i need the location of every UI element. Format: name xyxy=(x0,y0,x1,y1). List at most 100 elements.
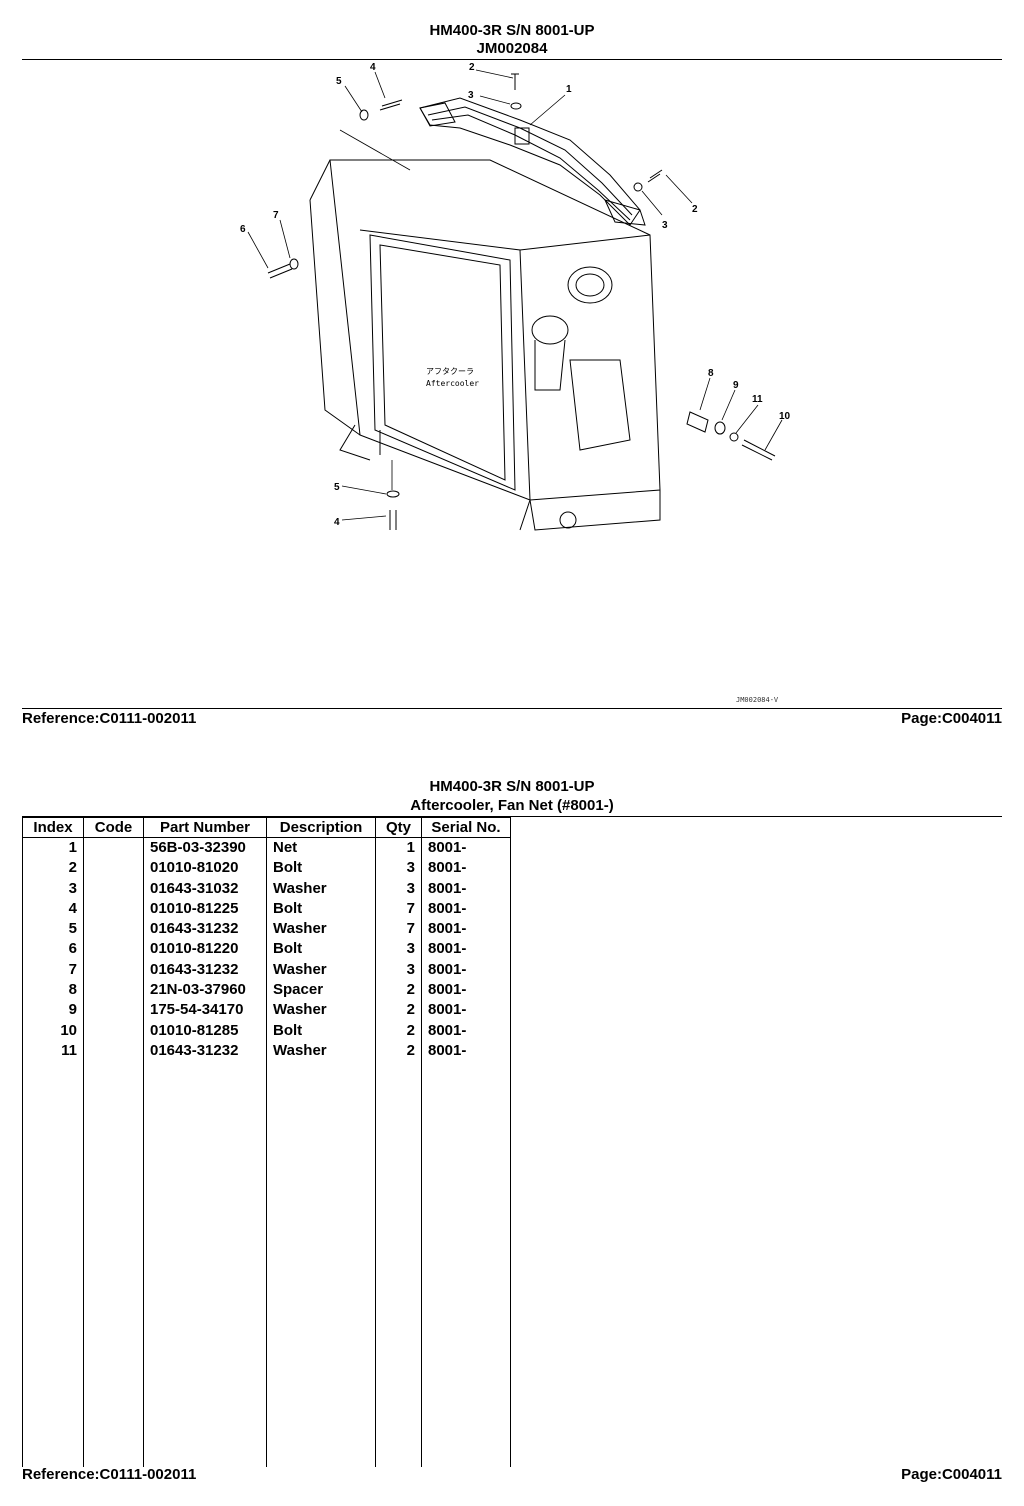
row-part-number: 56B-03-32390 xyxy=(143,837,267,859)
label-3-right: 3 xyxy=(662,220,668,231)
row-serial: 8001- xyxy=(421,939,511,960)
row-part-number: 01010-81220 xyxy=(143,939,267,960)
filler-cell xyxy=(143,1061,267,1467)
label-8: 8 xyxy=(708,368,714,379)
row-code xyxy=(83,898,144,920)
label-11: 11 xyxy=(752,394,763,405)
reference-text: Reference:C0111-002011 xyxy=(22,710,197,727)
filler-cell xyxy=(22,1061,84,1467)
label-4-bottom: 4 xyxy=(334,517,340,528)
row-serial: 8001- xyxy=(421,878,511,899)
page-number: Page:C004011 xyxy=(901,710,1002,727)
parts-section-title: Aftercooler, Fan Net (#8001-) xyxy=(410,797,614,814)
fasteners xyxy=(267,73,776,530)
row-qty: 1 xyxy=(375,837,422,859)
label-2-right: 2 xyxy=(692,204,698,215)
row-index: 1 xyxy=(22,837,84,859)
row-index: 4 xyxy=(22,898,84,920)
row-description: Net xyxy=(266,837,376,859)
parts-table-header: Index Code Part Number Description Qty S… xyxy=(22,817,511,838)
col-index: Index xyxy=(22,817,84,838)
row-serial: 8001- xyxy=(421,858,511,879)
row-qty: 2 xyxy=(375,1040,422,1062)
parts-header-divider xyxy=(22,816,1002,817)
row-part-number: 01643-31232 xyxy=(143,919,267,940)
header-divider xyxy=(22,59,1002,60)
row-index: 2 xyxy=(22,858,84,879)
row-part-number: 21N-03-37960 xyxy=(143,980,267,1001)
parts-table: Index Code Part Number Description Qty S… xyxy=(22,817,511,1467)
diagram-model-title: HM400-3R S/N 8001-UP xyxy=(429,22,595,39)
label-5-top: 5 xyxy=(336,76,342,87)
row-qty: 3 xyxy=(375,959,422,981)
filler-cell xyxy=(375,1061,422,1467)
row-qty: 3 xyxy=(375,939,422,960)
row-index: 7 xyxy=(22,959,84,981)
row-index: 5 xyxy=(22,919,84,940)
row-part-number: 01010-81285 xyxy=(143,1020,267,1041)
row-code xyxy=(83,980,144,1001)
row-index: 3 xyxy=(22,878,84,899)
row-index: 11 xyxy=(22,1040,84,1062)
pipes xyxy=(531,266,631,529)
parts-page-number: Page:C004011 xyxy=(901,1466,1002,1483)
row-code xyxy=(83,1000,144,1021)
row-index: 8 xyxy=(22,980,84,1001)
row-part-number: 01643-31032 xyxy=(143,878,267,899)
image-id: JM002084-V xyxy=(736,696,779,704)
row-serial: 8001- xyxy=(421,898,511,920)
row-description: Spacer xyxy=(266,980,376,1001)
label-3-top: 3 xyxy=(468,90,474,101)
label-1: 1 xyxy=(566,84,572,95)
row-description: Washer xyxy=(266,1000,376,1021)
row-description: Washer xyxy=(266,1040,376,1062)
row-code xyxy=(83,878,144,899)
leader-lines xyxy=(247,69,783,521)
row-serial: 8001- xyxy=(421,1020,511,1041)
col-qty: Qty xyxy=(375,817,422,838)
row-qty: 3 xyxy=(375,878,422,899)
row-index: 6 xyxy=(22,939,84,960)
table-filler-row xyxy=(22,1061,511,1467)
row-part-number: 01643-31232 xyxy=(143,1040,267,1062)
parts-model-title: HM400-3R S/N 8001-UP xyxy=(429,778,595,795)
label-2-top: 2 xyxy=(469,62,475,73)
row-description: Bolt xyxy=(266,858,376,879)
filler-cell xyxy=(266,1061,376,1467)
label-9: 9 xyxy=(733,380,739,391)
row-part-number: 01010-81020 xyxy=(143,858,267,879)
label-4-top: 4 xyxy=(370,62,376,73)
row-code xyxy=(83,919,144,940)
row-part-number: 01010-81225 xyxy=(143,898,267,920)
exploded-diagram: 1 2 2 3 3 4 4 5 5 6 7 8 9 10 11 アフタクーラ A… xyxy=(240,62,791,531)
label-5-bottom: 5 xyxy=(334,482,340,493)
row-index: 10 xyxy=(22,1020,84,1041)
aftercooler-caption-en: Aftercooler xyxy=(426,379,479,388)
row-qty: 2 xyxy=(375,1020,422,1041)
col-serial: Serial No. xyxy=(421,817,511,838)
frame-outline xyxy=(309,159,661,531)
row-description: Bolt xyxy=(266,1020,376,1041)
row-description: Washer xyxy=(266,878,376,899)
row-serial: 8001- xyxy=(421,1040,511,1062)
row-qty: 3 xyxy=(375,858,422,879)
row-serial: 8001- xyxy=(421,919,511,940)
row-qty: 7 xyxy=(375,898,422,920)
diagram-bottom-divider xyxy=(22,708,1002,709)
filler-cell xyxy=(83,1061,144,1467)
net-strap xyxy=(419,97,646,226)
row-index: 9 xyxy=(22,1000,84,1021)
row-serial: 8001- xyxy=(421,1000,511,1021)
row-description: Bolt xyxy=(266,939,376,960)
label-6: 6 xyxy=(240,224,246,235)
row-qty: 2 xyxy=(375,1000,422,1021)
